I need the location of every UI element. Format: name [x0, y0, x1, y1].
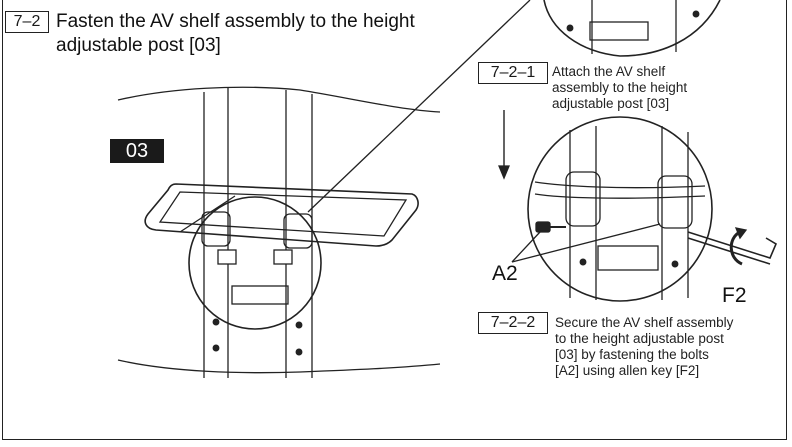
label-a2: A2 [492, 262, 518, 285]
leader-a2-1 [511, 231, 541, 263]
step-title: Fasten the AV shelf assembly to the heig… [56, 11, 415, 56]
leader-line-shelf [179, 195, 236, 233]
main-assembly [117, 86, 441, 378]
detail-circle-top [543, 0, 721, 57]
leader-a2-2 [511, 223, 661, 263]
allen-key-icon [687, 227, 778, 266]
page-frame [2, 0, 787, 440]
detail-circle-main [188, 196, 322, 330]
down-arrow [498, 110, 510, 180]
detail-circle-right [527, 116, 713, 302]
step-number-box: 7–2 [5, 11, 49, 33]
label-f2: F2 [722, 284, 747, 307]
substep-1-number: 7–2–1 [478, 62, 548, 84]
leader-line-top [307, 0, 531, 213]
substep-2-number: 7–2–2 [478, 312, 548, 334]
substep-1-text: Attach the AV shelf assembly to the heig… [552, 64, 688, 111]
substep-2-text: Secure the AV shelf assembly to the heig… [555, 315, 734, 378]
part-tag-03: 03 [110, 139, 164, 163]
